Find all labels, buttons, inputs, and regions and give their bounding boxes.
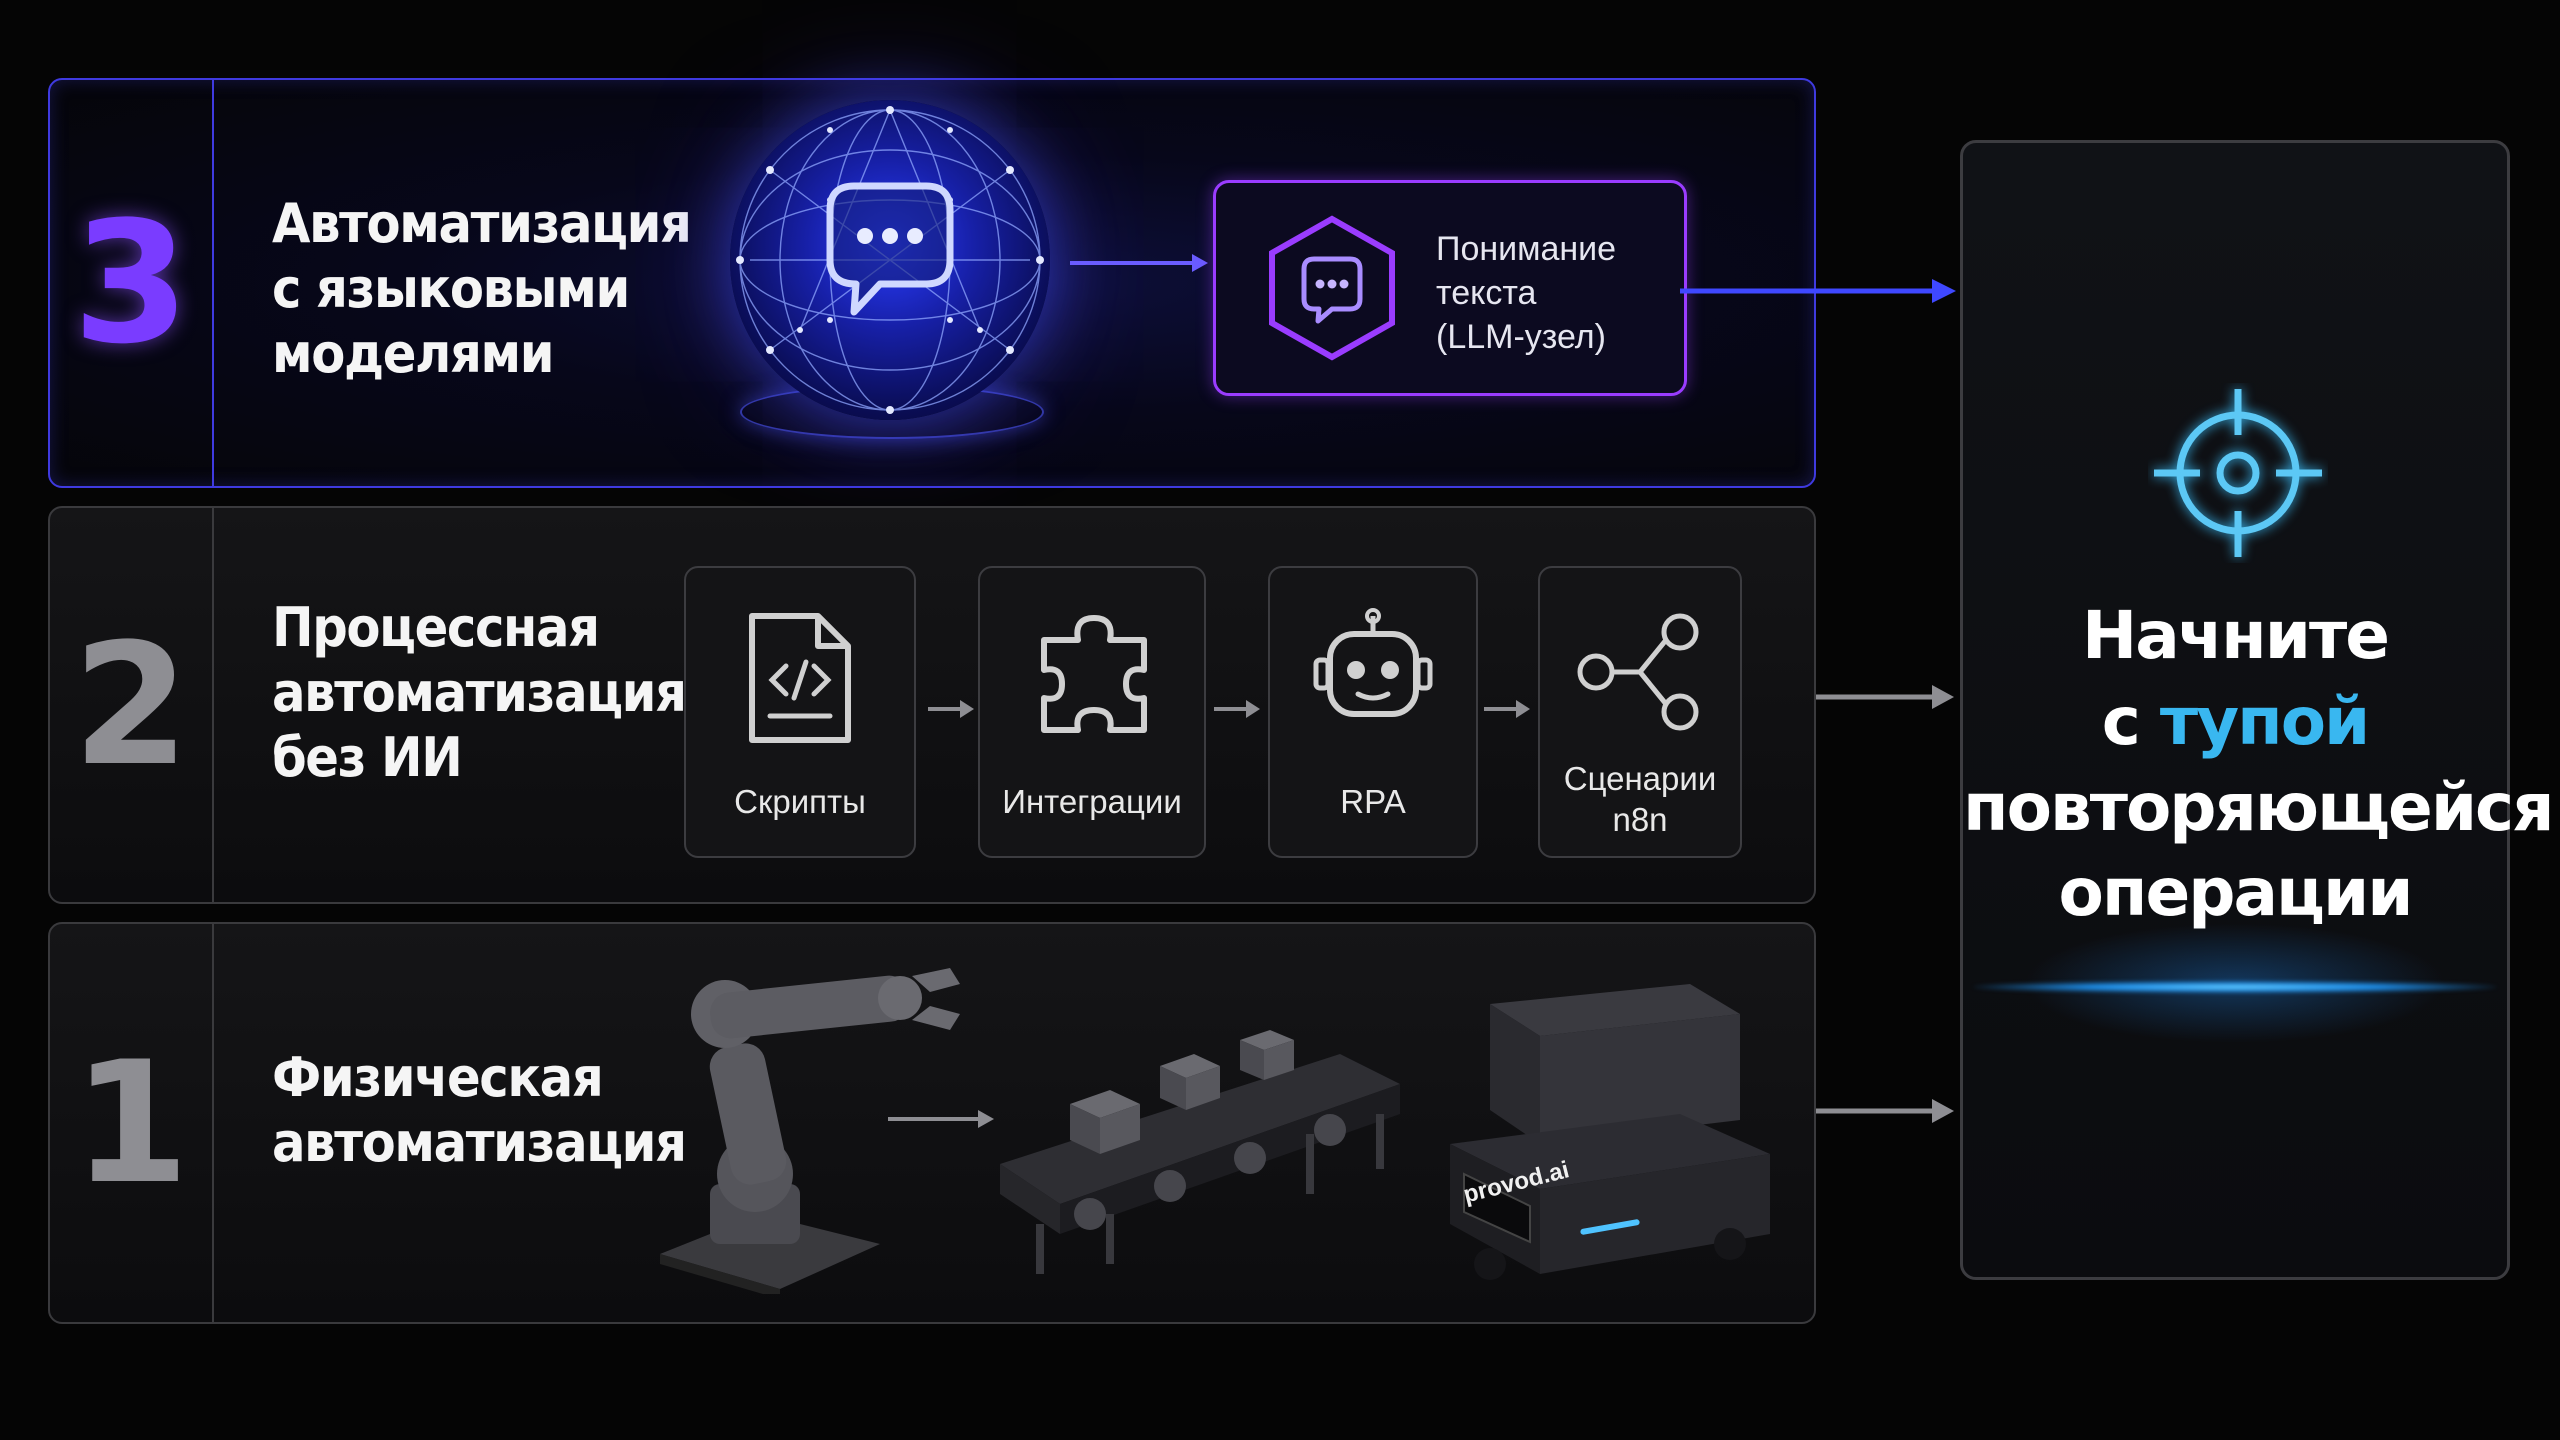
robot-head-icon <box>1313 608 1433 717</box>
arrow-icon <box>1070 254 1208 272</box>
robot-arm-icon <box>660 968 960 1294</box>
level-title: Физическая автоматизация <box>272 1046 687 1174</box>
hexagon-chat-icon <box>1269 215 1395 361</box>
arrow-to-goal-1 <box>1816 1099 1954 1123</box>
tool-label: Интеграции <box>1002 782 1182 820</box>
tool-card-integrations: Интеграции <box>978 566 1206 858</box>
tool-label: Скрипты <box>734 782 866 820</box>
tool-card-scripts: Скрипты <box>684 566 916 858</box>
level-title: Процессная автоматизация без ИИ <box>272 596 687 789</box>
arrow-to-goal-3 <box>1680 279 1956 303</box>
level-number: 3 <box>72 185 190 381</box>
level-title: Автоматизация с языковыми моделями <box>272 192 692 385</box>
llm-node-card: Понимание текста (LLM-узел) <box>1213 180 1687 396</box>
level-3-panel: 3 Автоматизация с языковыми моделями <box>48 78 1816 488</box>
arrow-to-goal-2 <box>1816 685 1954 709</box>
goal-glow-line <box>1973 981 2497 993</box>
panel-divider <box>212 80 214 486</box>
panel-divider <box>212 508 214 902</box>
level-2-panel: 2 Процессная автоматизация без ИИ Скрипт… <box>48 506 1816 904</box>
conveyor-belt-icon <box>1000 1030 1400 1274</box>
goal-text: Начните с тупой повторяющейся операции <box>1963 597 2555 932</box>
llm-node-label: Понимание текста (LLM-узел) <box>1436 230 1617 357</box>
puzzle-icon <box>1041 615 1147 733</box>
script-file-icon <box>749 613 851 743</box>
arrow-icon <box>1214 700 1260 718</box>
neural-sphere-icon <box>730 100 1050 420</box>
panel-divider <box>212 924 214 1322</box>
level-1-panel: 1 Физическая автоматизация <box>48 922 1816 1324</box>
goal-panel: Начните с тупой повторяющейся операции <box>1960 140 2555 1280</box>
tool-card-n8n: Сценарии n8n <box>1538 566 1742 858</box>
level-number: 2 <box>72 607 190 803</box>
workflow-nodes-icon <box>1577 613 1699 731</box>
tool-card-rpa: RPA <box>1268 566 1478 858</box>
arrow-icon <box>888 1110 994 1128</box>
arrow-icon <box>928 700 974 718</box>
level-number: 1 <box>72 1025 190 1221</box>
goal-accent-word: тупой <box>2159 682 2370 760</box>
tool-label: RPA <box>1340 782 1406 820</box>
target-crosshair-icon <box>2154 389 2322 557</box>
mobile-robot-icon <box>1450 984 1770 1280</box>
arrow-icon <box>1484 700 1530 718</box>
tool-label: Сценарии n8n <box>1563 759 1717 838</box>
